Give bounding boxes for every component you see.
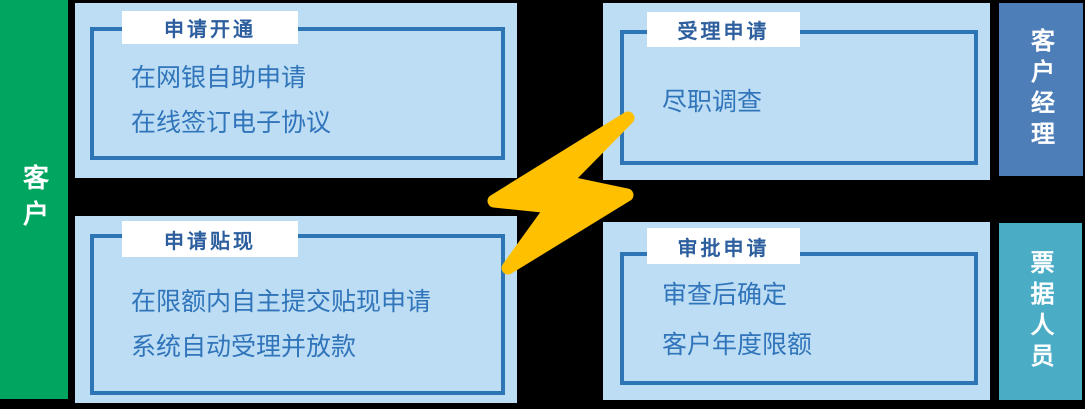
content-line: 在限额内自主提交贴现申请	[131, 287, 432, 316]
role-band-customer: 客户	[0, 0, 68, 399]
role-band-account-manager: 客户经理	[999, 3, 1083, 176]
box-title-label: 申请开通	[164, 17, 256, 41]
content-line: 系统自动受理并放款	[131, 332, 357, 361]
box-content-accept-application: 尽职调查	[662, 79, 762, 124]
box-title-apply-discount: 申请贴现	[122, 221, 298, 257]
process-box-apply-discount: 申请贴现 在限额内自主提交贴现申请 系统自动受理并放款	[75, 216, 517, 403]
content-line: 审查后确定	[662, 280, 788, 309]
process-box-apply-activation: 申请开通 在网银自助申请 在线签订电子协议	[75, 3, 517, 178]
box-title-accept-application: 受理申请	[647, 12, 800, 47]
box-content-apply-activation: 在网银自助申请 在线签订电子协议	[131, 55, 331, 145]
content-line: 在网银自助申请	[131, 63, 307, 92]
box-title-label: 受理申请	[677, 19, 770, 43]
process-box-accept-application: 受理申请 尽职调查	[603, 3, 990, 180]
box-title-label: 审批申请	[677, 235, 770, 260]
box-title-apply-activation: 申请开通	[122, 11, 298, 44]
box-title-label: 申请贴现	[164, 228, 256, 253]
box-content-approve-application: 审查后确定 客户年度限额	[662, 270, 812, 370]
role-band-bill-personnel-label: 票据人员	[1026, 249, 1055, 374]
role-band-account-manager-label: 客户经理	[1026, 27, 1056, 152]
process-box-approve-application: 审批申请 审查后确定 客户年度限额	[603, 222, 990, 400]
content-line: 在线签订电子协议	[131, 108, 332, 137]
role-band-bill-personnel: 票据人员	[999, 223, 1082, 400]
content-line: 客户年度限额	[662, 330, 813, 359]
box-title-approve-application: 审批申请	[647, 228, 800, 264]
role-band-customer-label: 客户	[18, 163, 49, 236]
box-content-apply-discount: 在限额内自主提交贴现申请 系统自动受理并放款	[131, 279, 431, 369]
content-line: 尽职调查	[662, 87, 763, 116]
